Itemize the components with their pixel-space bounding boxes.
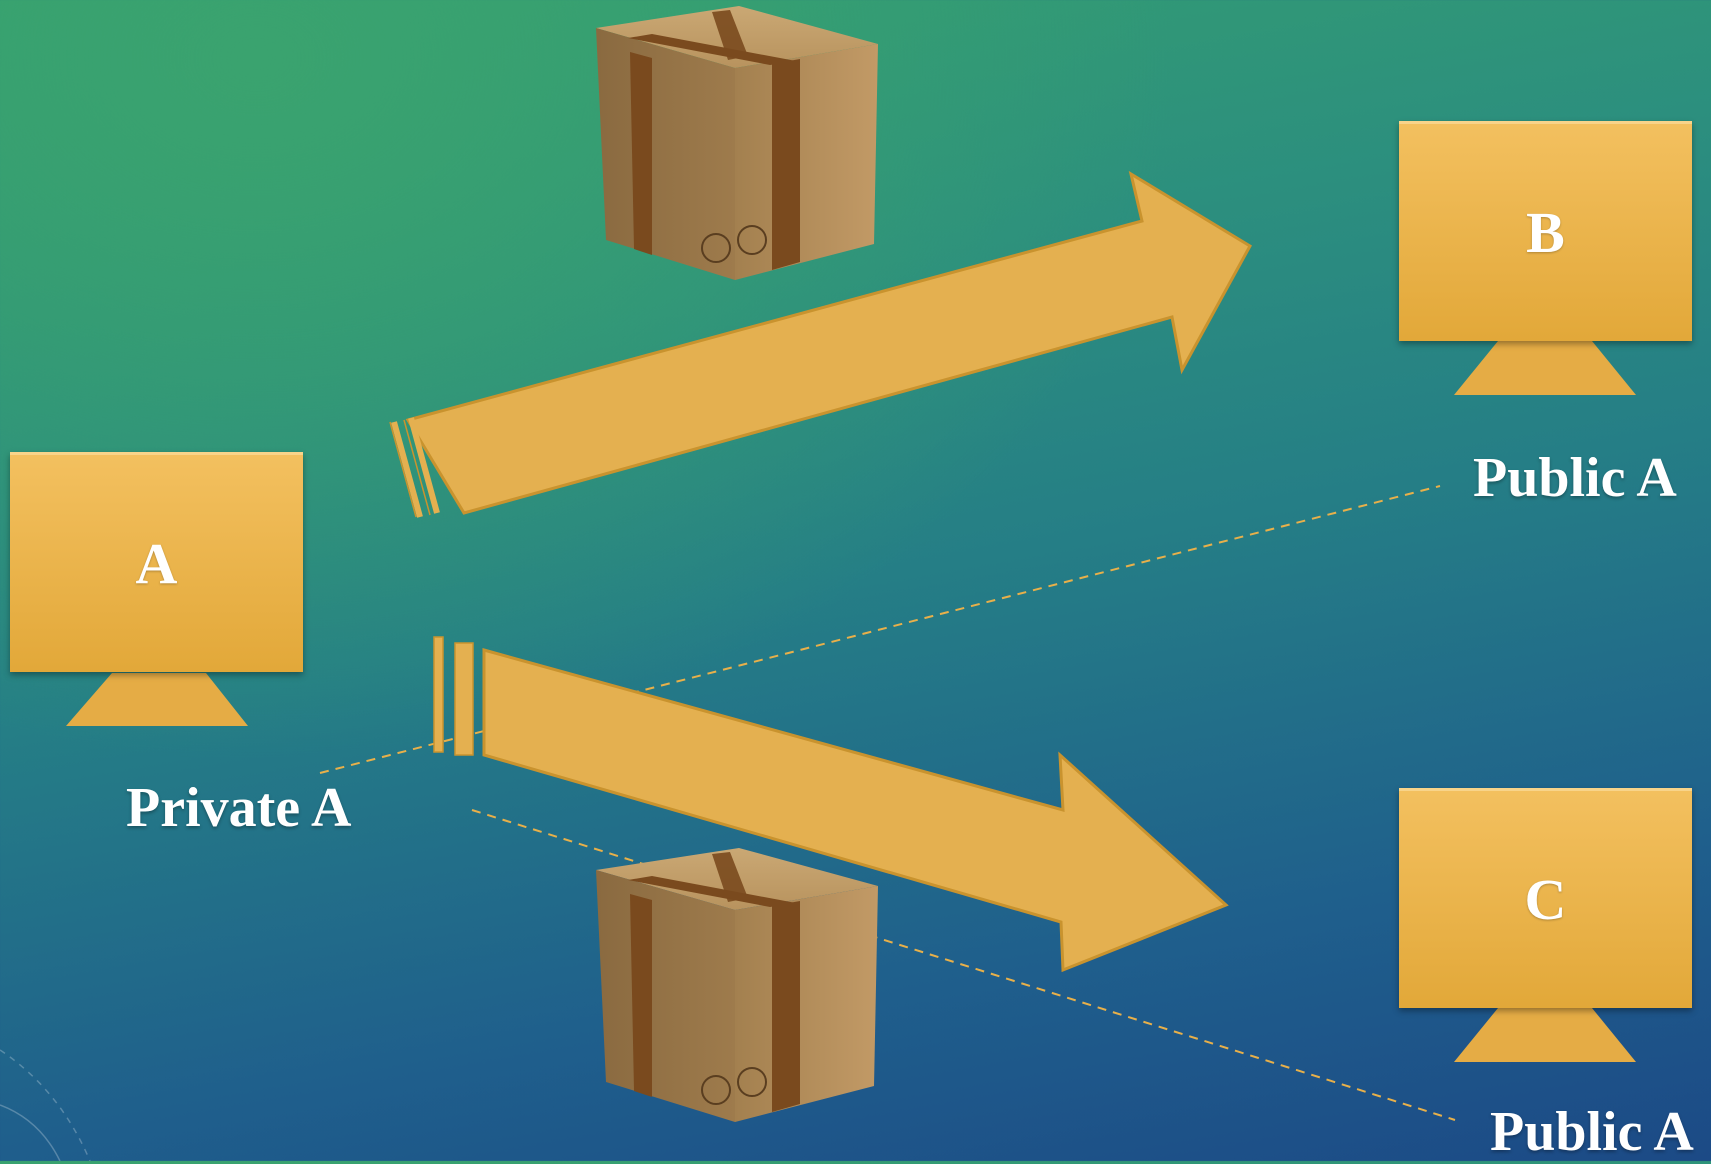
caption-public-a-b: Public A: [1473, 446, 1677, 510]
package-bottom: [596, 848, 878, 1122]
computer-b-stand: [1454, 341, 1636, 395]
decorative-arc: [0, 1050, 90, 1161]
caption-private-a: Private A: [126, 776, 351, 840]
computer-b-monitor-icon: B: [1399, 121, 1692, 341]
computer-c-label: C: [1525, 866, 1567, 933]
computer-a-stand: [66, 673, 248, 726]
computer-a-monitor-icon: A: [10, 452, 303, 672]
computer-c-monitor-icon: C: [1399, 788, 1692, 1008]
computer-b-label: B: [1526, 199, 1565, 266]
computer-c-stand: [1454, 1008, 1636, 1062]
package-top: [596, 6, 878, 280]
computer-a-label: A: [136, 530, 178, 597]
caption-public-a-c: Public A: [1490, 1100, 1694, 1164]
